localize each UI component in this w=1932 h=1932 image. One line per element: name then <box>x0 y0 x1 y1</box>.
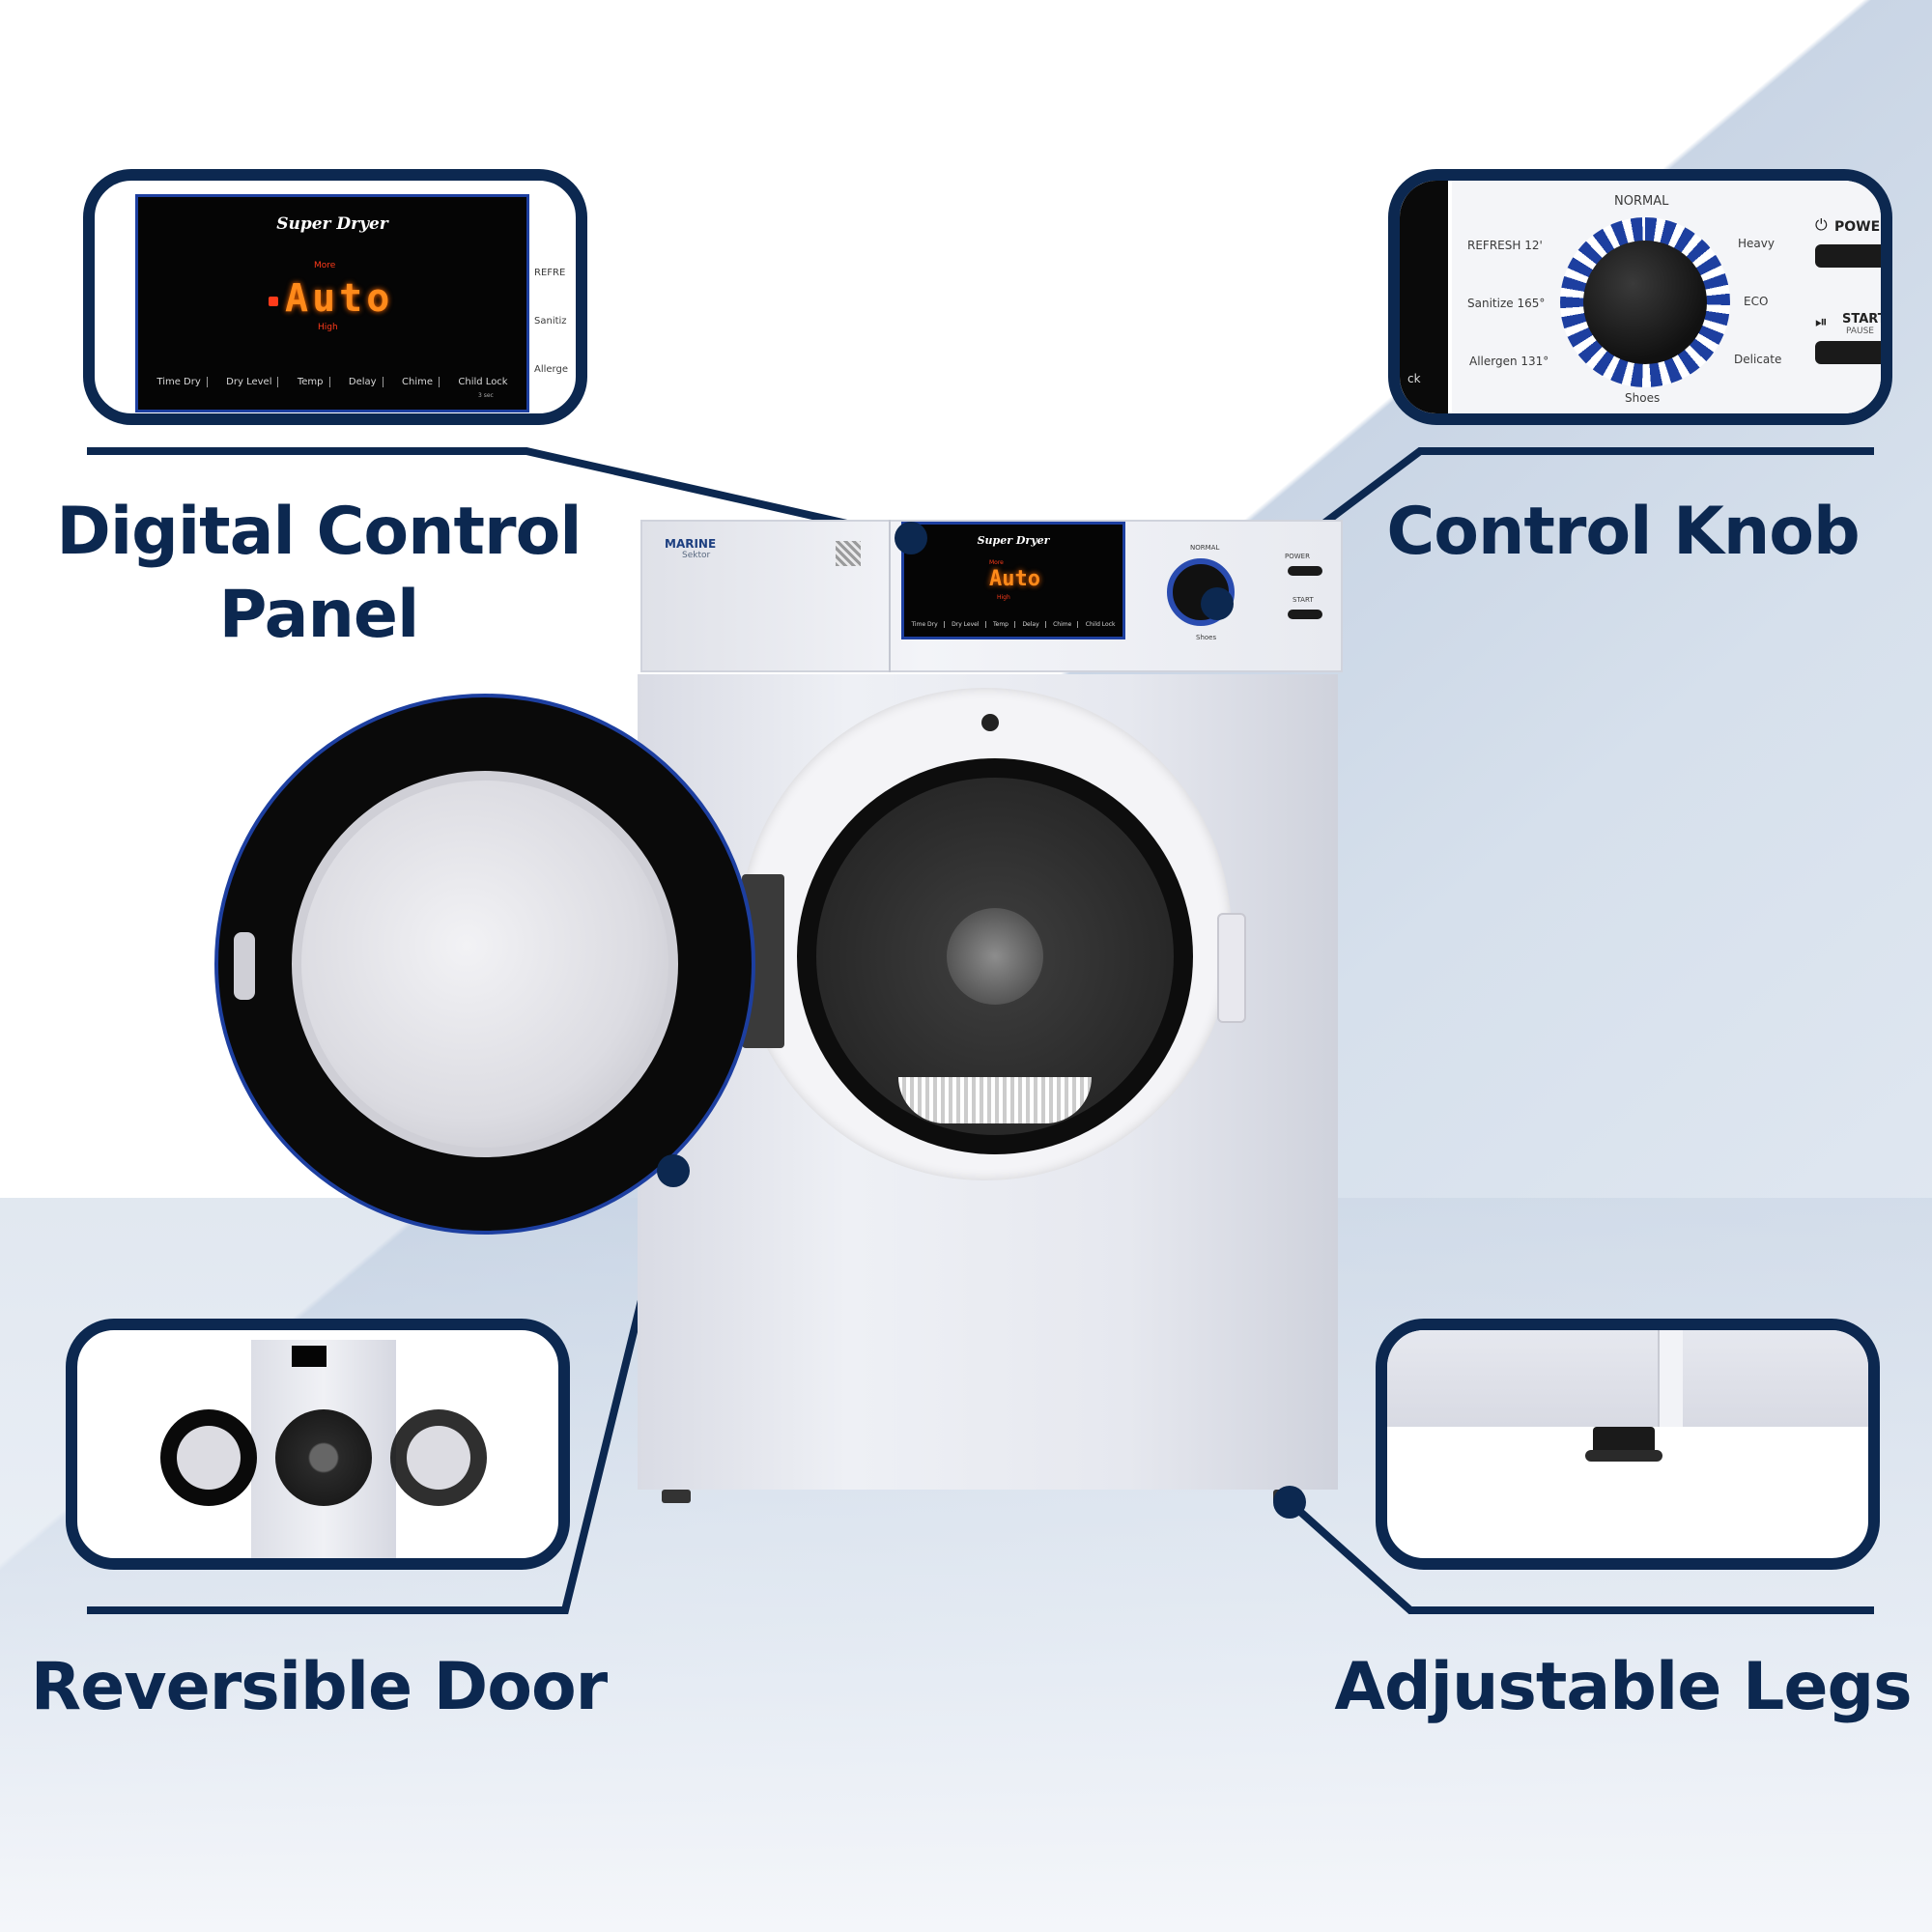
console-divider <box>889 520 891 672</box>
door-latch <box>1217 913 1246 1023</box>
temp-button[interactable]: Temp <box>292 377 330 387</box>
mini-door-right-glass <box>407 1426 470 1490</box>
dryer-leg-left <box>662 1490 691 1503</box>
callout-adjustable-legs <box>1376 1319 1880 1570</box>
digital-panel-display: Super Dryer More Auto High Time Dry Dry … <box>135 194 529 412</box>
chime-button[interactable]: Chime <box>396 377 440 387</box>
play-pause-icon: ⏯ <box>1815 314 1828 330</box>
dryer-start-button[interactable] <box>1288 610 1322 619</box>
callout-reversible-door <box>66 1319 570 1570</box>
label-adjustable-legs: Adjustable Legs <box>1334 1649 1912 1725</box>
dry-level-button[interactable]: Dry Level <box>220 377 279 387</box>
drum-center <box>947 908 1043 1005</box>
marker-digital-panel <box>895 522 927 554</box>
dryer-display-buttons: Time Dry Dry Level Temp Delay Chime Chil… <box>904 621 1122 628</box>
lint-filter <box>898 1077 1092 1123</box>
power-button[interactable] <box>1815 244 1881 268</box>
label-control-knob: Control Knob <box>1386 494 1860 570</box>
lock-icon <box>269 297 278 306</box>
door-glass <box>292 771 678 1157</box>
qr-code-icon <box>836 541 861 566</box>
power-icon: ⏻ <box>1815 217 1828 234</box>
leveling-leg-base <box>1585 1450 1662 1462</box>
child-lock-button[interactable]: Child Lock <box>458 377 508 387</box>
digital-panel-buttons: Time Dry Dry Level Temp Delay Chime Chil… <box>138 377 526 387</box>
leader-adjustable-legs <box>1287 1499 1874 1614</box>
door-handle[interactable] <box>234 932 255 1000</box>
legs-cabinet-corner <box>1658 1330 1683 1427</box>
delay-button[interactable]: Delay <box>343 377 384 387</box>
mini-door-left-glass <box>177 1426 241 1490</box>
marker-adjustable-legs <box>1273 1486 1306 1519</box>
start-pause-button[interactable] <box>1815 341 1881 364</box>
mini-dryer-drum <box>275 1409 372 1506</box>
sensor-dot <box>981 714 999 731</box>
callout-digital-panel: Super Dryer More Auto High Time Dry Dry … <box>83 169 587 425</box>
leader-reversible-door <box>87 1170 677 1614</box>
leveling-leg <box>1593 1427 1655 1454</box>
time-dry-button[interactable]: Time Dry <box>151 377 208 387</box>
legs-cabinet <box>1387 1330 1868 1427</box>
dryer-brand: MARINE Sektor <box>665 537 717 560</box>
mini-dryer-display <box>292 1346 327 1367</box>
callout-control-knob: ck NORMAL REFRESH 12' Sanitize 165° Alle… <box>1388 169 1892 425</box>
marker-control-knob <box>1201 587 1234 620</box>
dryer-power-button[interactable] <box>1288 566 1322 576</box>
leader-digital-panel <box>87 447 912 542</box>
label-digital-panel: Digital Control Panel <box>56 494 582 653</box>
knob-panel-edge <box>1400 181 1448 413</box>
label-reversible-door: Reversible Door <box>30 1649 608 1725</box>
dryer-display: Super Dryer More Auto High Time Dry Dry … <box>901 522 1125 639</box>
control-knob-cap[interactable] <box>1583 241 1707 364</box>
marker-reversible-door <box>657 1154 690 1187</box>
